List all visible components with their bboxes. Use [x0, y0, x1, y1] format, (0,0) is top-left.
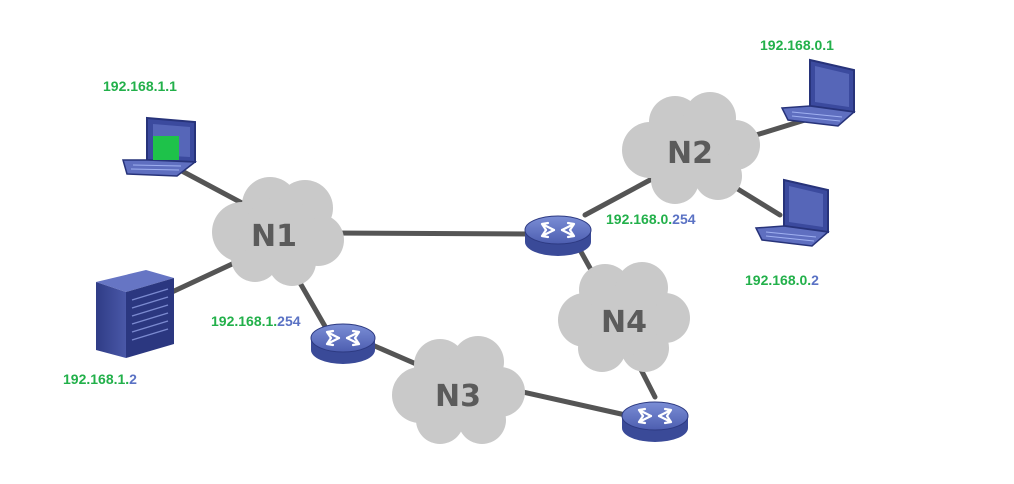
cloud-n4-label: N4	[601, 305, 647, 340]
router-icon[interactable]	[524, 215, 592, 256]
cloud-n3-label: N3	[435, 379, 481, 414]
link-router-right-n2	[582, 177, 653, 218]
ip-label-laptop-n1: 192.168.1.1	[103, 78, 177, 94]
cloud-n3: N3	[392, 336, 525, 444]
cloud-n2-label: N2	[667, 136, 713, 171]
laptop-icon[interactable]	[754, 178, 830, 247]
selected-marker	[153, 136, 179, 160]
ip-label-router-n1: 192.168.1.254	[211, 313, 301, 329]
cloud-n4: N4	[558, 262, 690, 372]
cloud-n1-label: N1	[251, 219, 297, 254]
link-n3-router-bottom	[502, 385, 633, 419]
ip-label-server-n1: 192.168.1.2	[63, 371, 137, 387]
router-icon[interactable]	[621, 401, 689, 442]
laptop-icon[interactable]	[122, 116, 198, 177]
laptop-icon[interactable]	[780, 58, 856, 127]
ip-label-router-n2: 192.168.0.254	[606, 211, 696, 227]
server-icon[interactable]	[96, 270, 174, 358]
router-icon[interactable]	[310, 323, 376, 364]
ip-label-laptop-n2-top: 192.168.0.1	[760, 37, 834, 53]
cloud-n1: N1	[212, 177, 344, 286]
ip-label-laptop-n2-bottom: 192.168.0.2	[745, 272, 819, 288]
cloud-n2: N2	[622, 92, 760, 204]
link-n1-router-right	[327, 230, 533, 237]
